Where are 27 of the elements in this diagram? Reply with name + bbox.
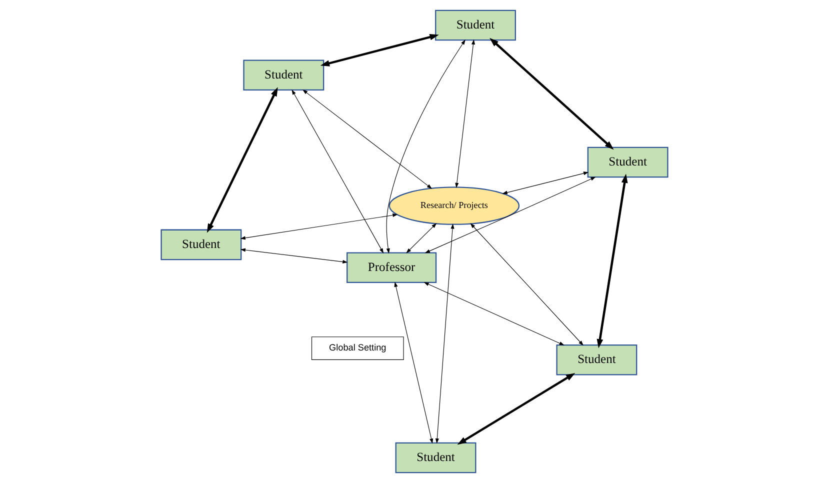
arrow <box>394 282 433 444</box>
arrow <box>240 248 348 264</box>
arrow <box>291 89 384 254</box>
node-box: Student <box>394 442 476 474</box>
arrow <box>206 87 278 233</box>
node-box: Professor <box>346 252 436 284</box>
node-box: Student <box>556 344 637 376</box>
arrow <box>456 372 575 445</box>
arrow <box>386 40 465 254</box>
arrow <box>596 174 628 348</box>
arrow <box>423 282 564 346</box>
node-box: Student <box>242 60 324 91</box>
arrow <box>489 38 614 150</box>
node-box: Student <box>434 10 516 41</box>
arrow <box>406 223 436 254</box>
arrow <box>434 224 454 444</box>
node-box: Global Setting <box>310 336 404 360</box>
arrow <box>240 213 398 240</box>
node-ellipse: Research/ Projects <box>388 186 520 225</box>
arrow <box>502 172 588 194</box>
node-box: Student <box>160 229 242 260</box>
arrow <box>424 176 596 254</box>
arrow <box>470 223 584 346</box>
arrow <box>320 34 438 66</box>
arrow <box>454 39 475 188</box>
arrow <box>302 90 432 189</box>
node-box: Student <box>586 146 668 178</box>
